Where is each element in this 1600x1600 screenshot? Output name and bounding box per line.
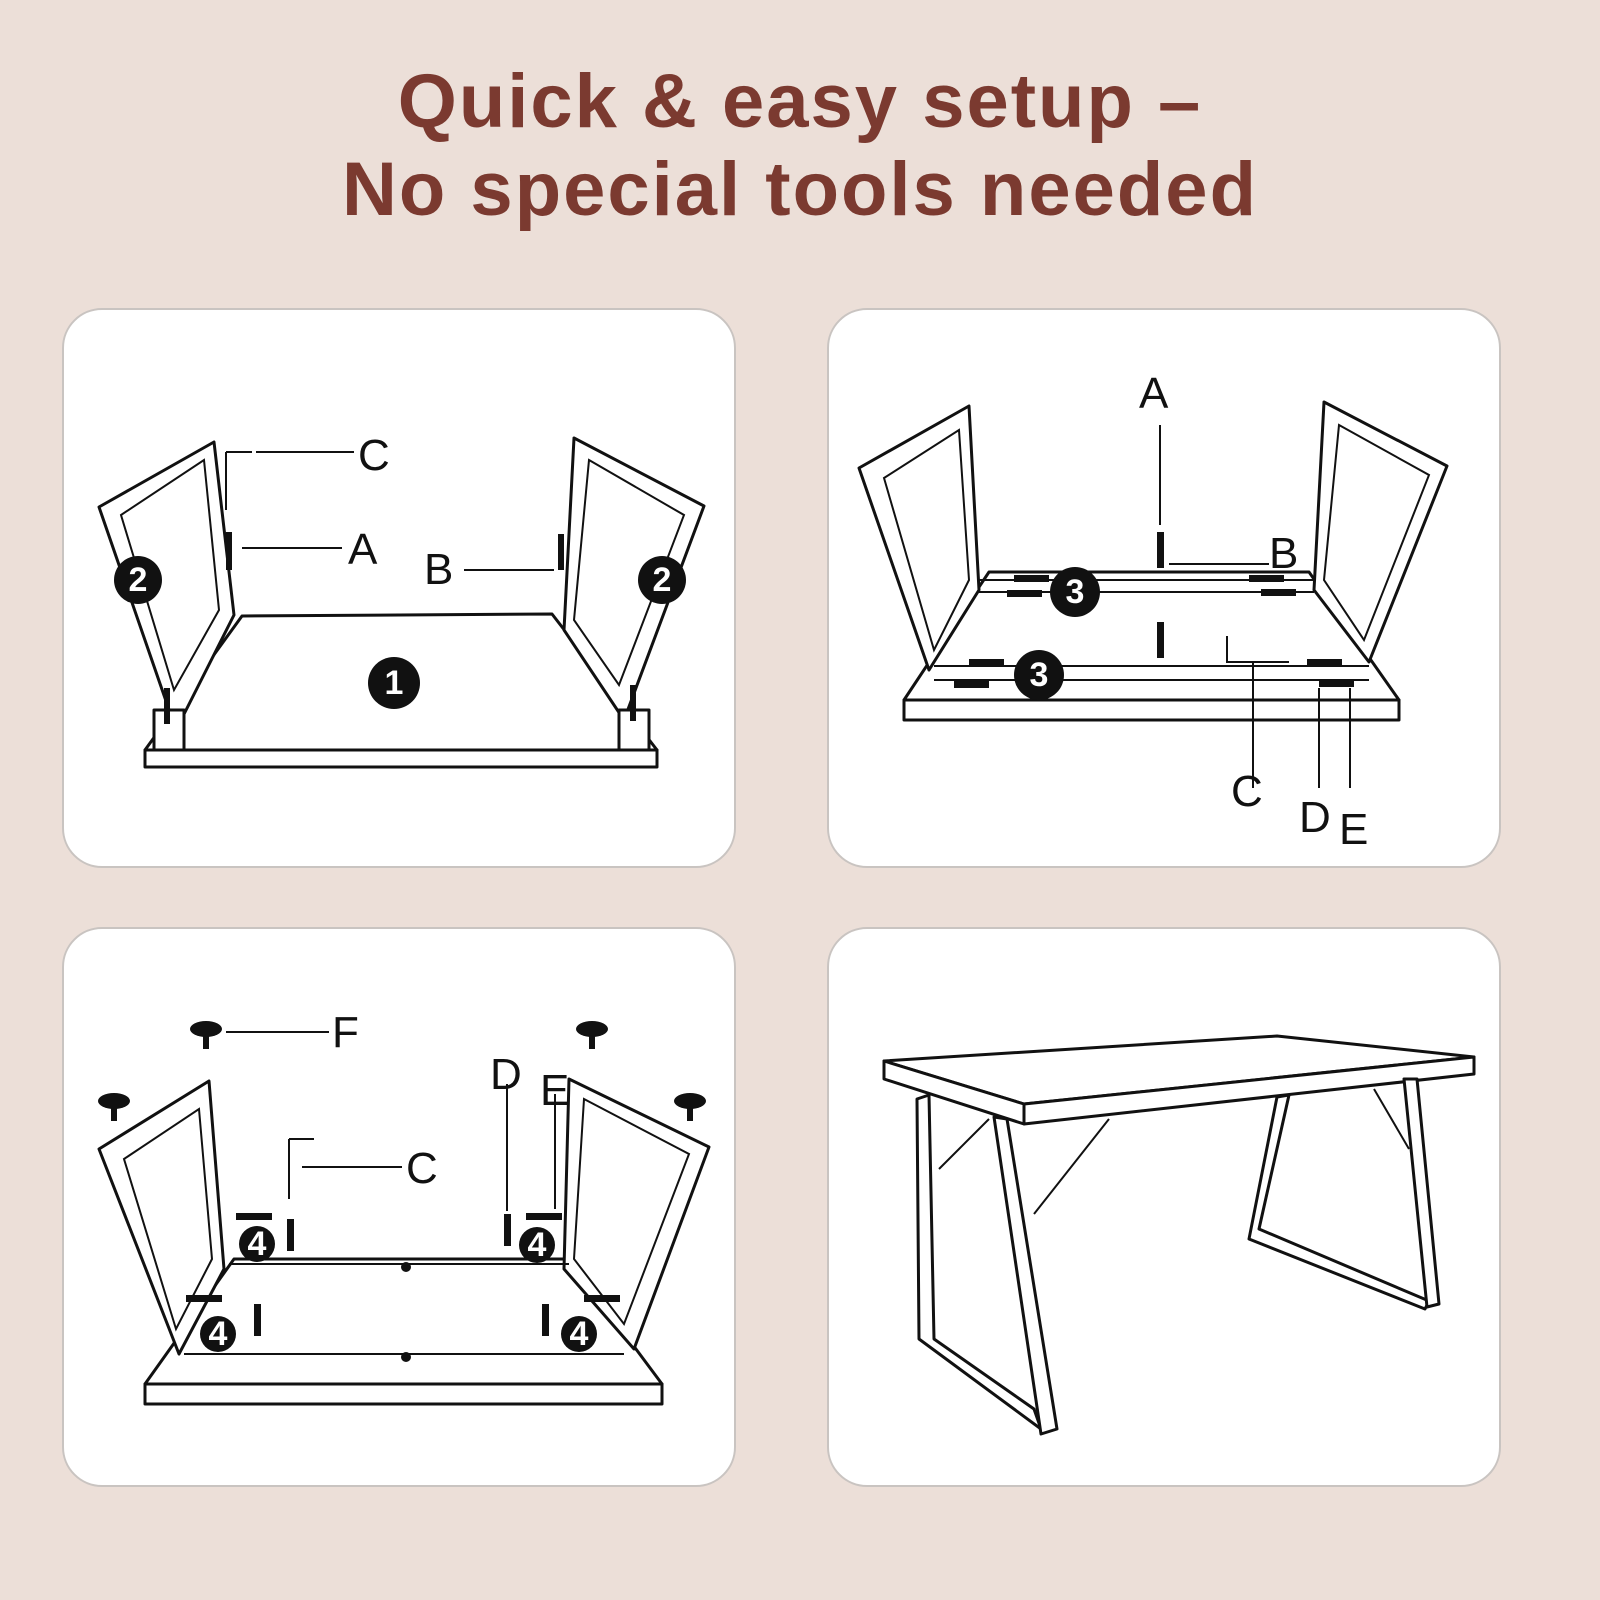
step-2-panel: A B C D E 3 3 <box>827 308 1501 868</box>
finished-desk-diagram <box>882 1034 1476 1436</box>
svg-text:4: 4 <box>248 1225 267 1263</box>
tabletop <box>143 748 659 769</box>
svg-text:1: 1 <box>385 664 404 702</box>
step-badge: 2 <box>638 556 686 604</box>
svg-text:2: 2 <box>129 561 148 599</box>
step-badge: 3 <box>1014 650 1064 700</box>
allen-key <box>225 451 252 510</box>
label-e: E <box>1339 805 1368 854</box>
foot-icon <box>190 1021 222 1049</box>
allen-key <box>1226 636 1289 663</box>
headline-line-1: Quick & easy setup – <box>397 59 1203 144</box>
step-2-diagram: A B C D E 3 3 <box>857 369 1449 854</box>
label-d: D <box>490 1050 522 1099</box>
step-badge: 4 <box>239 1225 275 1263</box>
allen-key <box>288 1138 314 1199</box>
left-leg-front <box>915 1093 1043 1431</box>
tabletop <box>143 1382 664 1406</box>
step-badge: 3 <box>1050 567 1100 617</box>
left-leg-back <box>992 1115 1059 1436</box>
label-e: E <box>540 1066 569 1115</box>
label-b: B <box>424 545 453 594</box>
label-c: C <box>358 431 390 480</box>
step-3-panel: F D E C 4 4 4 4 <box>62 927 736 1487</box>
headline-line-2: No special tools needed <box>342 147 1258 232</box>
step-1-panel: C A B 2 2 1 <box>62 308 736 868</box>
svg-text:2: 2 <box>653 561 672 599</box>
svg-text:3: 3 <box>1030 656 1049 694</box>
label-f: F <box>332 1008 359 1057</box>
tabletop <box>902 698 1401 722</box>
bolt-b <box>558 534 564 570</box>
svg-text:3: 3 <box>1066 573 1085 611</box>
right-leg <box>1247 1093 1431 1311</box>
label-b: B <box>1269 529 1298 578</box>
left-leg-frame <box>97 440 236 732</box>
foot-icon <box>576 1021 608 1049</box>
label-d: D <box>1299 793 1331 842</box>
svg-text:4: 4 <box>570 1315 589 1353</box>
svg-text:4: 4 <box>209 1315 228 1353</box>
step-badge: 1 <box>368 657 420 709</box>
label-a: A <box>348 525 378 574</box>
bolt-a <box>226 532 232 570</box>
svg-text:4: 4 <box>528 1226 547 1264</box>
left-leg-frame <box>97 1079 226 1356</box>
foot-icon <box>98 1093 130 1121</box>
label-a: A <box>1139 369 1169 418</box>
step-1-diagram: C A B 2 2 1 <box>97 431 706 769</box>
step-4-panel <box>827 927 1501 1487</box>
step-badge: 4 <box>561 1315 597 1353</box>
step-badge: 4 <box>200 1315 236 1353</box>
label-c: C <box>1231 767 1263 816</box>
step-badge: 2 <box>114 556 162 604</box>
label-c: C <box>406 1144 438 1193</box>
step-3-diagram: F D E C 4 4 4 4 <box>97 1008 711 1406</box>
foot-icon <box>674 1093 706 1121</box>
left-leg-frame <box>857 404 981 672</box>
step-badge: 4 <box>519 1226 555 1264</box>
